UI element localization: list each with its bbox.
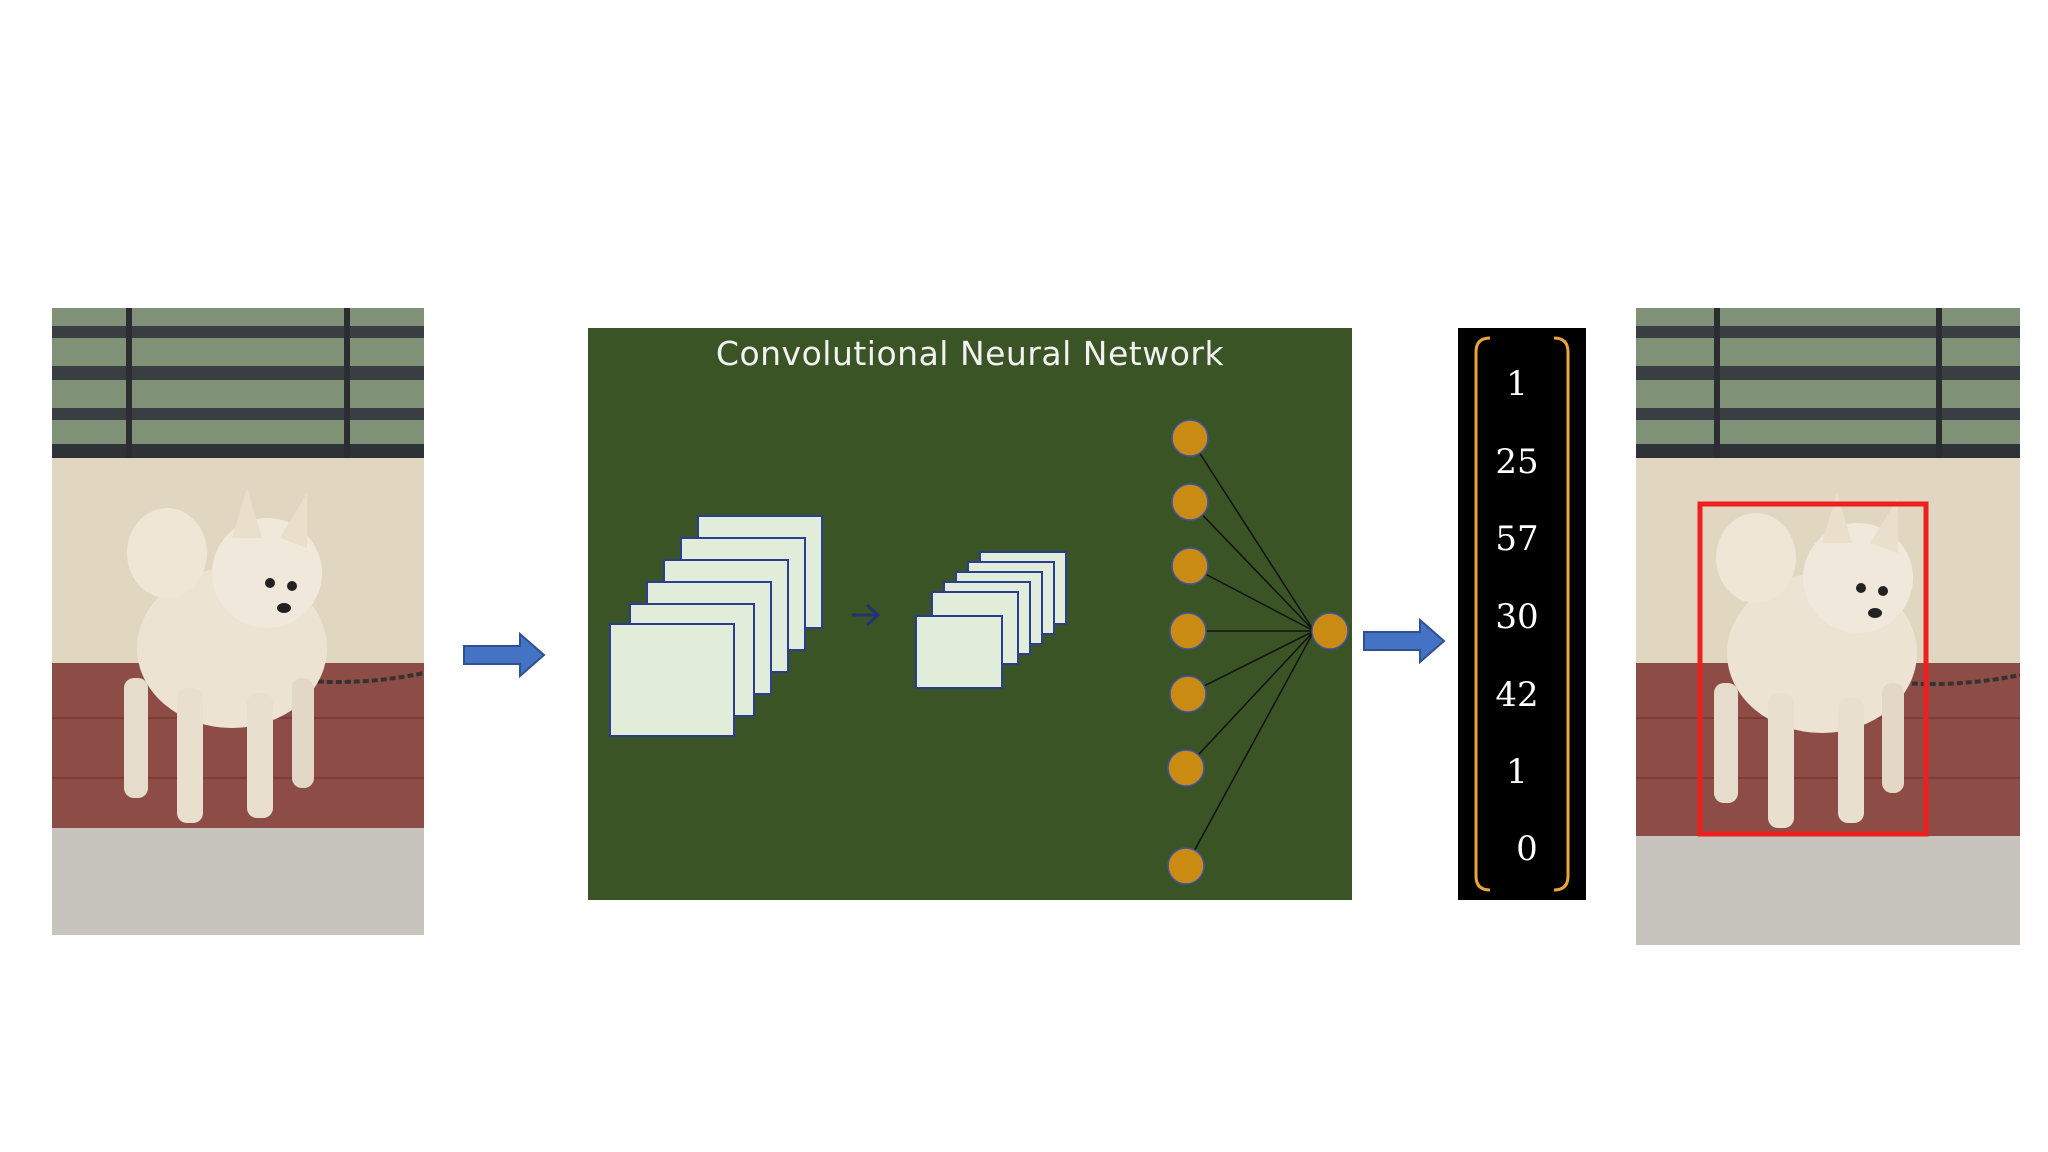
arrow-to-vector (1363, 618, 1446, 664)
vector-value-2: 57 (1495, 519, 1539, 559)
output-neuron (1311, 612, 1349, 650)
vector-value-5: 1 (1506, 752, 1528, 792)
vector-value-1: 25 (1495, 442, 1539, 482)
output-vector: 1 25 57 30 42 1 0 (1458, 328, 1586, 900)
vector-brackets (1474, 336, 1570, 892)
output-dog-photo (1636, 308, 2020, 945)
input-dog-photo (52, 308, 424, 935)
vector-value-6: 0 (1516, 829, 1538, 869)
fully-connected-links (1185, 437, 1315, 867)
dog-photo-graphic (1636, 308, 2020, 945)
cnn-title: Convolutional Neural Network (715, 334, 1225, 373)
cnn-panel: Convolutional Neural Network (588, 328, 1352, 900)
bounding-box (1697, 501, 1929, 837)
vector-value-3: 30 (1495, 597, 1539, 637)
feature-map-stack-large (609, 515, 823, 737)
dog-photo-graphic (52, 308, 424, 935)
hidden-neurons (1167, 419, 1209, 885)
cnn-graphic (609, 419, 1349, 885)
feature-map-stack-small (915, 551, 1067, 689)
arrow-to-cnn (463, 632, 546, 678)
vector-value-0: 1 (1506, 364, 1528, 404)
vector-value-4: 42 (1495, 675, 1539, 715)
stack-arrow (852, 603, 881, 627)
